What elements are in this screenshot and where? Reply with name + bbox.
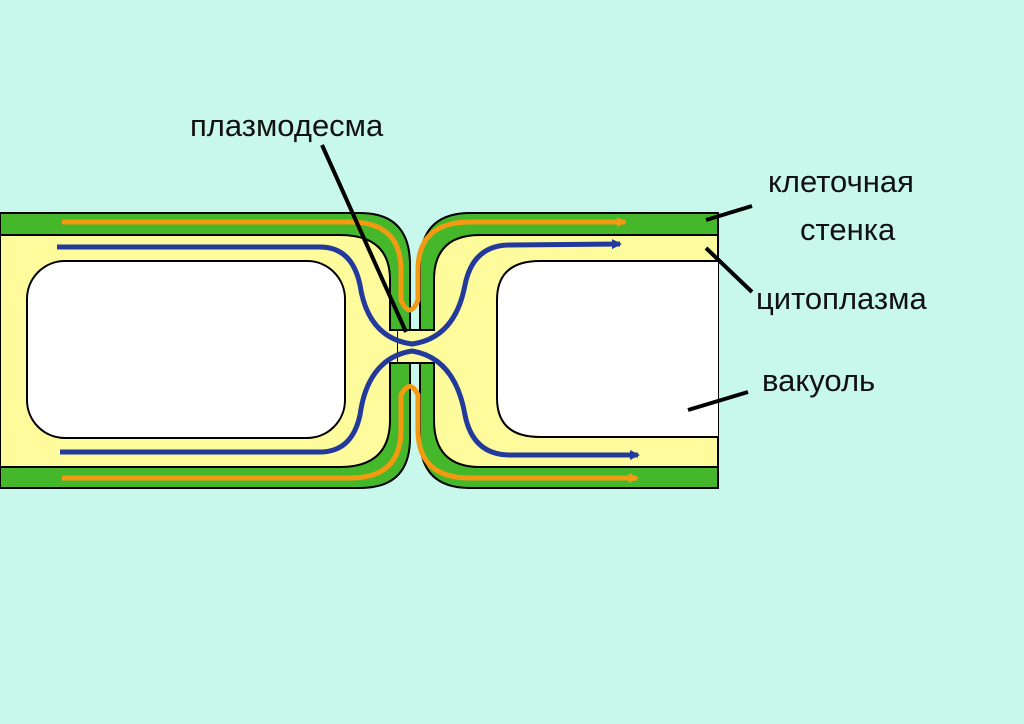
leader-vacuole: [687, 390, 749, 412]
apoplast-arrow-top: [62, 217, 627, 313]
label-cytoplasm: цитоплазма: [756, 281, 927, 316]
label-cell-wall-line2: стенка: [800, 212, 896, 247]
leader-plasmodesma: [320, 144, 408, 333]
right-cell: [397, 212, 719, 489]
apoplast-arrow-bottom: [62, 384, 639, 483]
left-cell-vacuole: [26, 260, 346, 439]
symplast-arrow-bottom: [60, 348, 640, 460]
label-cell-wall-line1: клеточная: [768, 164, 914, 199]
left-cell: [0, 212, 435, 489]
leader-cell-wall: [705, 204, 753, 222]
leader-cytoplasm: [704, 246, 754, 294]
label-vacuole: вакуоль: [762, 363, 876, 398]
symplast-arrow-top: [57, 239, 622, 347]
label-plasmodesma: плазмодесма: [190, 108, 384, 143]
right-cell-vacuole: [496, 260, 718, 438]
